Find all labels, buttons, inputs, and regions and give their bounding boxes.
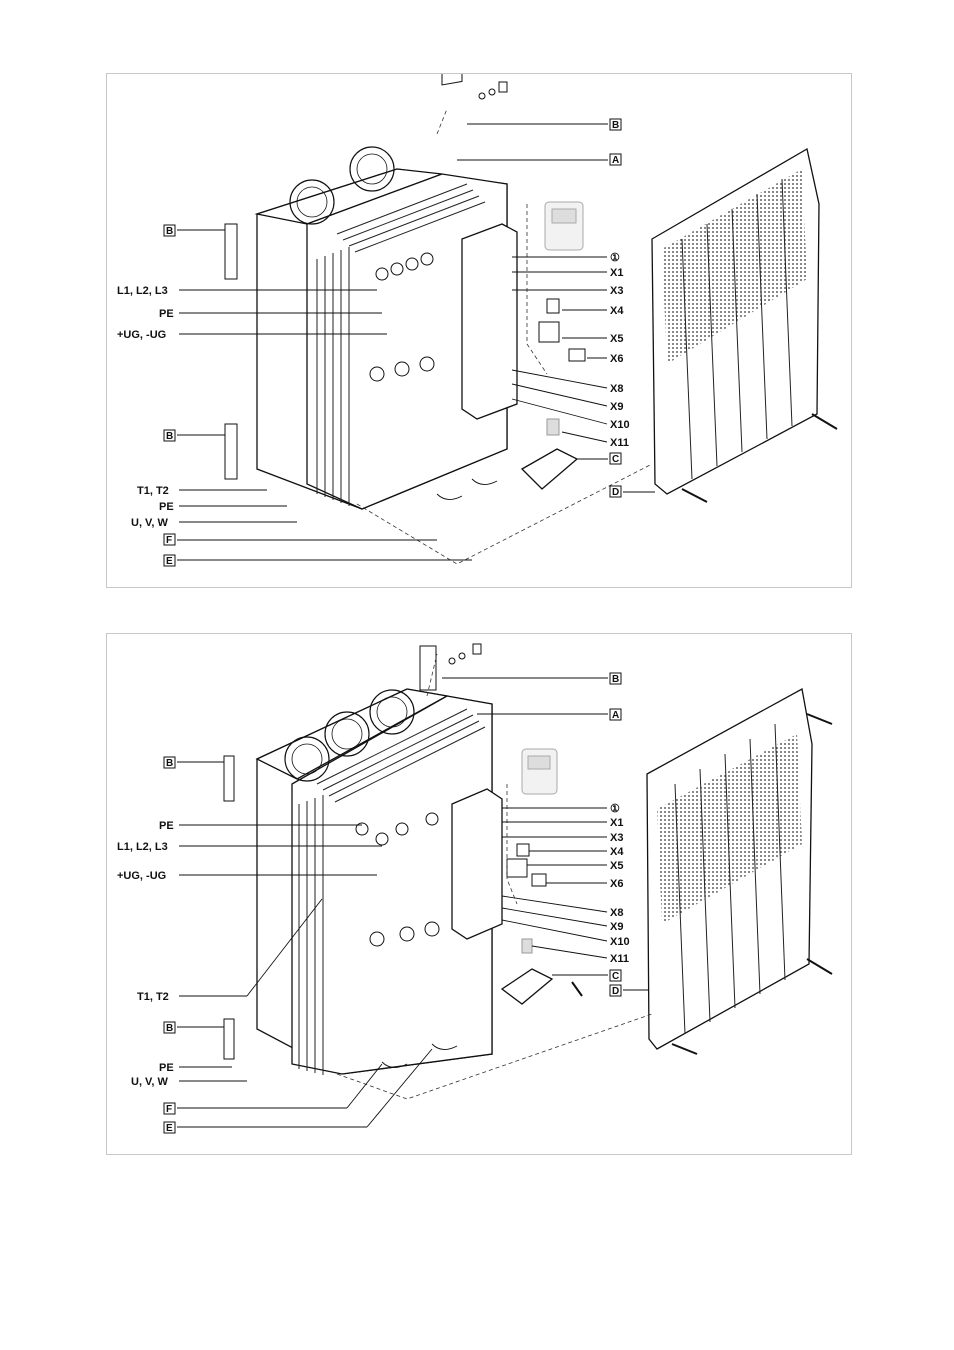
label-d: D <box>612 986 619 997</box>
label-t1-t2: T1, T2 <box>137 991 169 1003</box>
cover-screw <box>812 414 837 429</box>
label-x5: X5 <box>610 333 623 345</box>
cover-screw <box>572 982 582 996</box>
front-cover-d <box>652 149 819 494</box>
front-cover-d <box>647 689 812 1049</box>
label-x9: X9 <box>610 401 623 413</box>
label-e: E <box>166 1123 173 1134</box>
keypad-module <box>522 749 557 794</box>
label-x11: X11 <box>610 953 629 965</box>
label-x6: X6 <box>610 353 623 365</box>
keypad-module <box>545 202 583 250</box>
plug-connectors <box>507 844 546 953</box>
label-x1: X1 <box>610 267 623 279</box>
mounting-bracket-left-2 <box>225 424 237 479</box>
label-circle-1: ① <box>610 803 620 815</box>
label-x9: X9 <box>610 921 623 933</box>
label-c: C <box>612 454 619 465</box>
label-x3: X3 <box>610 832 623 844</box>
cover-screw <box>672 1044 697 1054</box>
label-c: C <box>612 971 619 982</box>
label-e: E <box>166 556 173 567</box>
label-b-left-2: B <box>166 1023 173 1034</box>
cover-screw <box>807 959 832 974</box>
label-x6: X6 <box>610 878 623 890</box>
label-b-top: B <box>612 120 619 131</box>
drive-housing <box>257 689 502 1075</box>
cable-clip-e <box>472 479 497 485</box>
shield-bracket-c <box>522 449 577 489</box>
label-ug: +UG, -UG <box>117 329 166 341</box>
cover-screw <box>807 714 832 724</box>
label-pe-2: PE <box>159 501 174 513</box>
label-x10: X10 <box>610 936 630 948</box>
label-x3: X3 <box>610 285 623 297</box>
label-pe-2: PE <box>159 1062 174 1074</box>
label-l1-l2-l3: L1, L2, L3 <box>117 841 168 853</box>
shield-bracket-c <box>502 969 552 1004</box>
label-b-top: B <box>612 674 619 685</box>
label-a: A <box>612 155 619 166</box>
label-x4: X4 <box>610 846 624 858</box>
exploded-view-diagram-bottom: PE L1, L2, L3 +UG, -UG T1, T2 PE U, V, W… <box>106 633 852 1155</box>
label-d: D <box>612 487 619 498</box>
mounting-bracket-left-1 <box>225 224 237 279</box>
label-b-left-2: B <box>166 431 173 442</box>
mounting-bracket-top <box>442 74 507 99</box>
label-x1: X1 <box>610 817 623 829</box>
label-a: A <box>612 710 619 721</box>
diagram-canvas-bottom: PE L1, L2, L3 +UG, -UG T1, T2 PE U, V, W… <box>107 634 851 1154</box>
plug-connectors <box>539 299 585 435</box>
label-x11: X11 <box>610 437 629 449</box>
drive-housing <box>257 147 517 509</box>
label-u-v-w: U, V, W <box>131 1076 168 1088</box>
label-f: F <box>166 1104 172 1115</box>
label-u-v-w: U, V, W <box>131 517 168 529</box>
mounting-bracket-top <box>420 644 481 690</box>
label-x8: X8 <box>610 383 623 395</box>
diagram-canvas-top: L1, L2, L3 PE +UG, -UG T1, T2 PE U, V, W… <box>107 74 851 587</box>
mounting-bracket-left-1 <box>224 756 234 801</box>
mounting-bracket-left-2 <box>224 1019 234 1059</box>
label-pe: PE <box>159 820 174 832</box>
exploded-view-diagram-top: L1, L2, L3 PE +UG, -UG T1, T2 PE U, V, W… <box>106 73 852 588</box>
cable-clip-f <box>437 494 462 500</box>
label-x4: X4 <box>610 305 624 317</box>
label-b-left-1: B <box>166 758 173 769</box>
label-circle-1: ① <box>610 252 620 264</box>
label-t1-t2: T1, T2 <box>137 485 169 497</box>
cover-screw <box>682 489 707 502</box>
label-x10: X10 <box>610 419 630 431</box>
label-b-left-1: B <box>166 226 173 237</box>
label-f: F <box>166 535 172 546</box>
label-l1-l2-l3: L1, L2, L3 <box>117 285 168 297</box>
label-x5: X5 <box>610 860 623 872</box>
label-pe: PE <box>159 308 174 320</box>
label-ug: +UG, -UG <box>117 870 166 882</box>
label-x8: X8 <box>610 907 623 919</box>
